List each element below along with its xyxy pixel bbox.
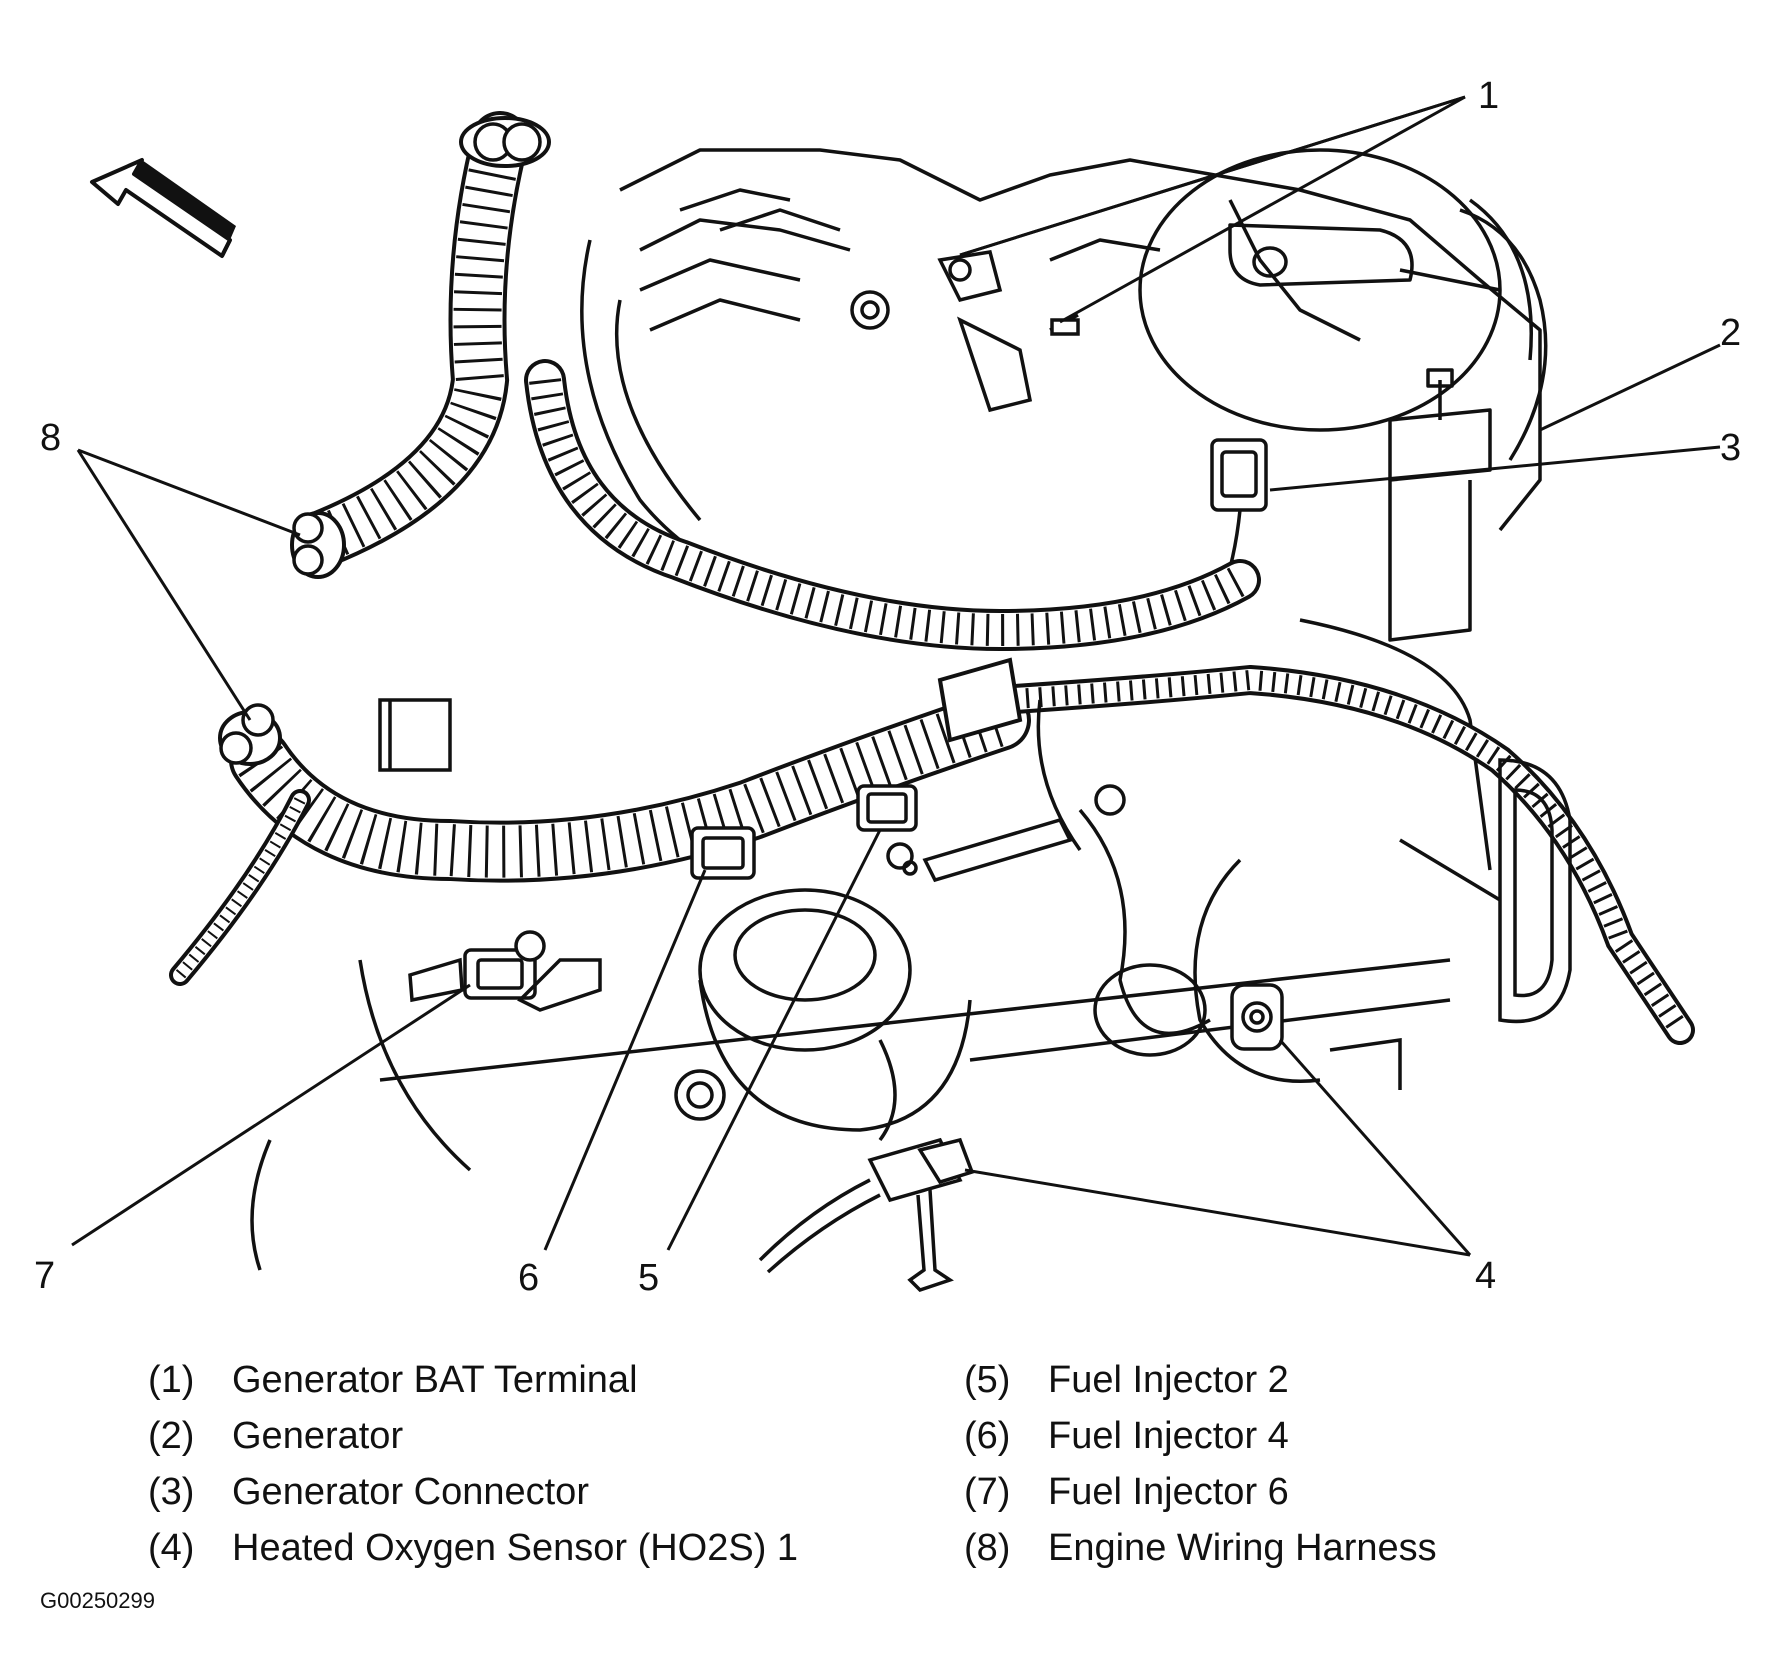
generator-bat-terminal — [850, 250, 1080, 413]
legend-label: Fuel Injector 6 — [1048, 1471, 1289, 1513]
throttle-body — [250, 698, 1572, 1271]
callout-3: 3 — [1720, 427, 1741, 469]
generator-connector — [1210, 438, 1268, 601]
callout-6: 6 — [518, 1257, 539, 1299]
legend-number: (8) — [964, 1527, 1011, 1569]
front-direction-arrow-icon — [90, 158, 236, 258]
legend-item: (6) Fuel Injector 4 — [964, 1408, 1437, 1464]
engine-block — [580, 148, 1548, 871]
leader-lines — [71, 95, 1721, 1257]
fuel-injector-4-connector — [690, 826, 756, 880]
callout-2: 2 — [1720, 312, 1741, 354]
legend-right-column: (5) Fuel Injector 2 (6) Fuel Injector 4 … — [964, 1352, 1437, 1576]
fuel-injector-2-connector — [856, 784, 918, 832]
legend-number: (1) — [148, 1359, 195, 1401]
legend-number: (4) — [148, 1527, 195, 1569]
callout-4: 4 — [1475, 1255, 1496, 1297]
figure-id: G00250299 — [40, 1588, 155, 1613]
callout-5: 5 — [638, 1257, 659, 1299]
legend-number: (2) — [148, 1415, 195, 1457]
legend-label: Generator Connector — [232, 1471, 589, 1513]
legend-number: (3) — [148, 1471, 195, 1513]
engine-wiring-harness — [169, 111, 1695, 1045]
callout-8: 8 — [40, 417, 61, 459]
legend-label: Fuel Injector 4 — [1048, 1415, 1289, 1457]
callout-7: 7 — [34, 1255, 55, 1297]
legend-item: (1) Generator BAT Terminal — [148, 1352, 798, 1408]
legend-number: (6) — [964, 1415, 1011, 1457]
legend-number: (7) — [964, 1471, 1011, 1513]
legend-label: Generator — [232, 1415, 404, 1457]
fuel-injector-6-connector — [408, 930, 546, 1003]
ho2s-connector-lower — [758, 1137, 975, 1293]
legend-label: Engine Wiring Harness — [1048, 1527, 1437, 1569]
ho2s-connector-upper — [1230, 983, 1284, 1051]
callout-1: 1 — [1478, 75, 1499, 117]
legend-left-column: (1) Generator BAT Terminal (2) Generator… — [148, 1352, 798, 1576]
legend-number: (5) — [964, 1359, 1011, 1401]
legend-item: (7) Fuel Injector 6 — [964, 1464, 1437, 1520]
legend-item: (3) Generator Connector — [148, 1464, 798, 1520]
engine-wiring-diagram: 1 2 3 4 5 6 7 8 — [34, 75, 1741, 1299]
legend-label: Fuel Injector 2 — [1048, 1359, 1289, 1401]
legend-label: Heated Oxygen Sensor (HO2S) 1 — [232, 1527, 799, 1569]
legend-label: Generator BAT Terminal — [232, 1359, 638, 1401]
legend-item: (4) Heated Oxygen Sensor (HO2S) 1 — [148, 1520, 798, 1576]
legend-item: (8) Engine Wiring Harness — [964, 1520, 1437, 1576]
legend-item: (5) Fuel Injector 2 — [964, 1352, 1437, 1408]
legend-item: (2) Generator — [148, 1408, 798, 1464]
